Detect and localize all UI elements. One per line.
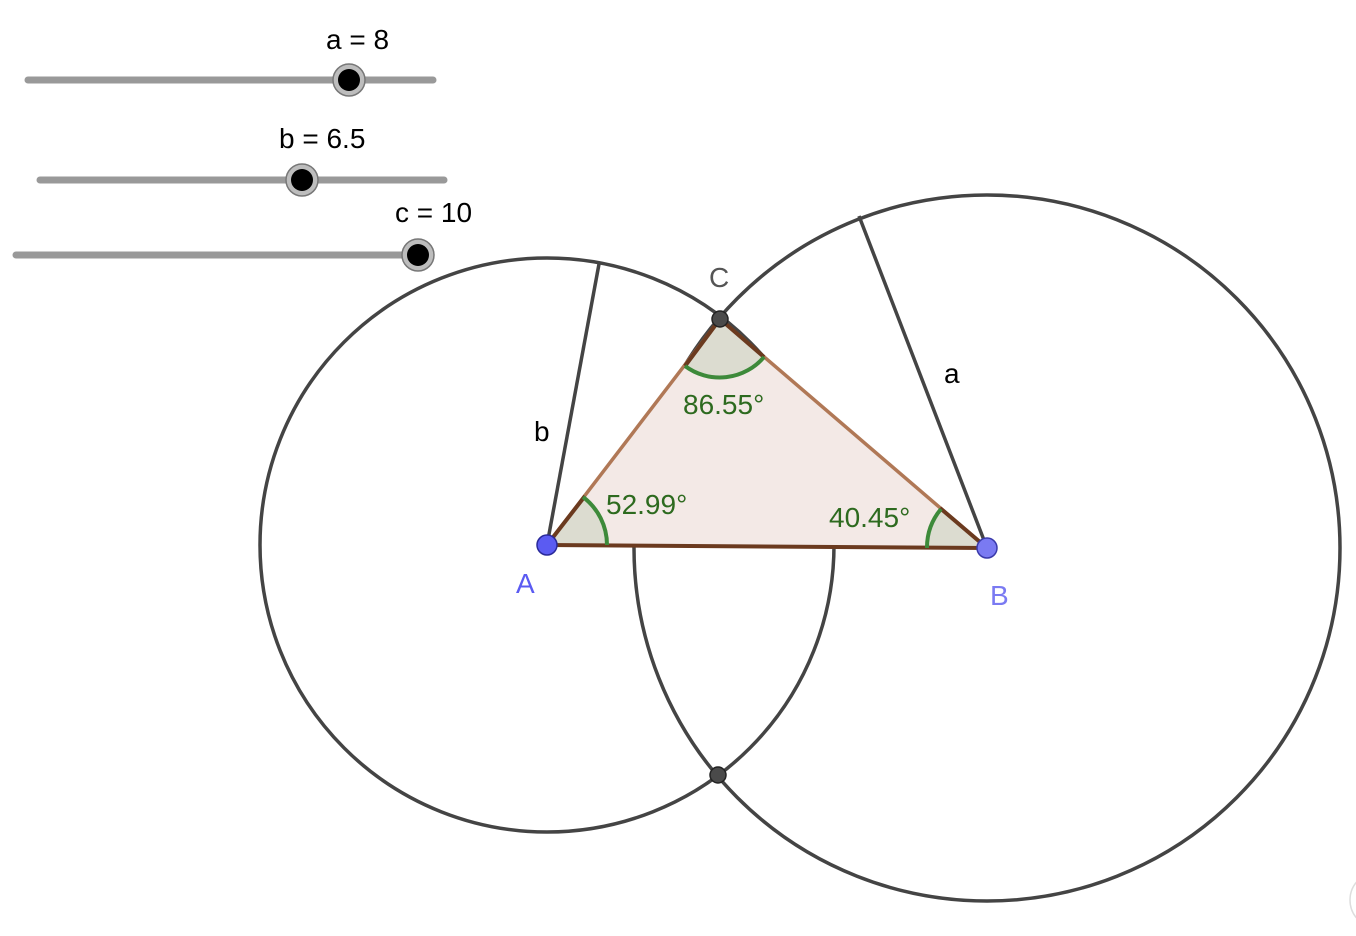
slider-c-handle[interactable] (407, 244, 429, 266)
edge-AB[interactable] (546, 543, 988, 550)
intersection-point-lower[interactable] (709, 766, 727, 784)
angle-label-A: 52.99° (606, 489, 687, 520)
corner-control-button[interactable] (1349, 872, 1356, 928)
point-A-label: A (516, 568, 535, 599)
segment-a-label: a (944, 358, 960, 389)
point-B[interactable] (976, 537, 998, 559)
angle-sector-A (547, 497, 607, 545)
point-C[interactable] (711, 310, 729, 328)
angle-arc-C (683, 355, 766, 380)
angle-label-B: 40.45° (829, 502, 910, 533)
slider-b[interactable]: b = 6.5 (36, 123, 448, 197)
segment-a[interactable] (857, 215, 989, 549)
edge-BC-top (718, 317, 766, 359)
circle-around-B[interactable] (632, 193, 1342, 903)
slider-b-handle[interactable] (291, 169, 313, 191)
slider-c[interactable]: c = 10 (12, 197, 472, 272)
angle-label-C: 86.55° (683, 389, 764, 420)
slider-a-label: a = 8 (326, 24, 389, 55)
slider-c-label: c = 10 (395, 197, 472, 228)
point-B-label: B (990, 580, 1009, 611)
angle-sector-B (926, 509, 987, 548)
slider-b-label: b = 6.5 (279, 123, 365, 154)
angle-sector-C (685, 319, 764, 378)
point-C-label: C (709, 262, 729, 293)
angle-arc-B (924, 507, 943, 549)
slider-a-handle[interactable] (338, 69, 360, 91)
point-A[interactable] (536, 534, 558, 556)
edge-AC-top (683, 317, 722, 368)
triangle-ABC[interactable] (547, 319, 987, 548)
angle-arc-A (581, 495, 609, 546)
slider-a[interactable]: a = 8 (24, 24, 437, 97)
segment-b[interactable] (545, 263, 601, 546)
segment-b-label: b (534, 416, 550, 447)
